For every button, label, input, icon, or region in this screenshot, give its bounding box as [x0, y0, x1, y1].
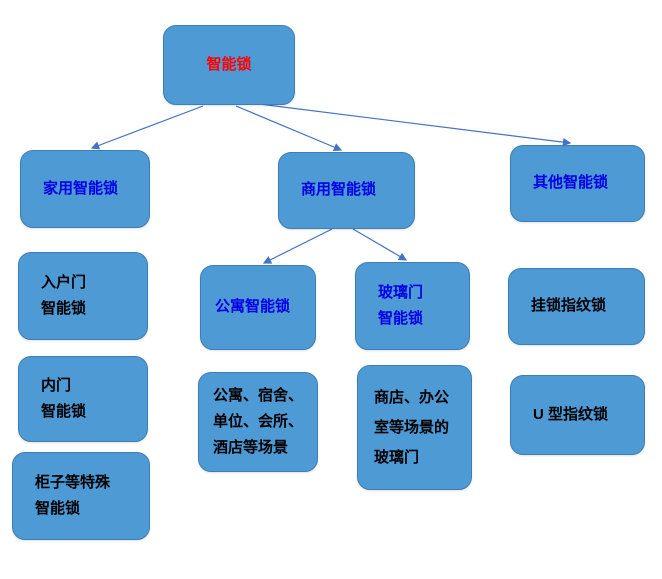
node-label-line: 玻璃门	[378, 283, 424, 301]
connector-commercial-apartment	[262, 228, 333, 264]
node-home-smart-lock: 家用智能锁	[20, 150, 150, 228]
node-apartment-scenarios: 公寓、宿舍、 单位、会所、 酒店等场景	[198, 372, 318, 472]
node-label-line: 酒店等场景	[213, 439, 289, 457]
node-label-line: 柜子等特殊	[35, 473, 111, 491]
node-label-line: 智能锁	[41, 300, 87, 317]
node-label-line: 智能锁	[378, 310, 424, 327]
node-label: 商用智能锁	[301, 181, 377, 199]
connector-root-home	[90, 105, 204, 150]
node-label-line: 入户门	[41, 273, 87, 291]
node-smart-lock-root: 智能锁	[163, 25, 295, 105]
node-label-line: 智能锁	[41, 403, 87, 420]
node-u-type-fingerprint: U 型指纹锁	[510, 375, 645, 455]
node-entry-door-lock: 入户门 智能锁	[18, 252, 148, 340]
node-glass-door-lock: 玻璃门 智能锁	[355, 262, 470, 350]
connector-commercial-glass	[352, 228, 408, 261]
node-label: 其他智能锁	[533, 174, 609, 192]
node-label: 公寓智能锁	[215, 298, 291, 316]
node-label: 智能锁	[206, 55, 252, 73]
node-other-smart-lock: 其他智能锁	[510, 145, 645, 222]
node-label: U 型指纹锁	[533, 405, 609, 423]
connector-root-commercial	[235, 105, 343, 152]
node-label-line: 室等场景的	[374, 418, 450, 436]
node-inner-door-lock: 内门 智能锁	[18, 356, 148, 442]
connector-root-other	[258, 103, 572, 147]
node-label: 挂锁指纹锁	[531, 297, 607, 315]
node-label: 家用智能锁	[43, 179, 119, 197]
node-apartment-lock: 公寓智能锁	[200, 265, 316, 350]
node-commercial-smart-lock: 商用智能锁	[278, 152, 415, 229]
node-label-line: 智能锁	[35, 500, 81, 517]
node-label-line: 单位、会所、	[213, 412, 304, 430]
node-label-line: 内门	[41, 376, 72, 394]
node-label-line: 玻璃门	[374, 448, 420, 466]
node-cabinet-lock: 柜子等特殊 智能锁	[12, 452, 150, 540]
node-padlock-fingerprint: 挂锁指纹锁	[508, 268, 645, 345]
node-label-line: 公寓、宿舍、	[213, 386, 304, 404]
node-glass-scenarios: 商店、办公 室等场景的 玻璃门	[357, 365, 472, 490]
node-label-line: 商店、办公	[374, 388, 450, 406]
